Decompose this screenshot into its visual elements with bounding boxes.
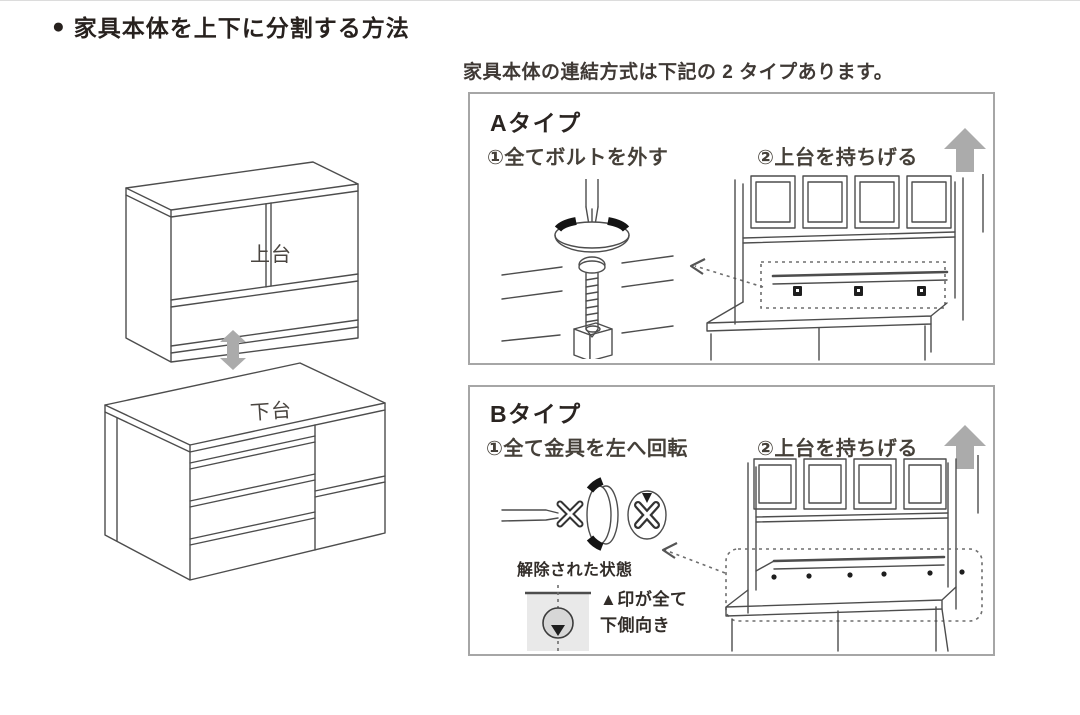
type-a-cabinet-figure: [706, 174, 984, 361]
type-b-cabinet-figure: [725, 455, 983, 652]
type-b-step1: ①全て金具を左へ回転: [486, 438, 688, 460]
up-arrow-icon: [944, 425, 986, 469]
mark-note-line1: ▲印が全て: [600, 590, 688, 609]
split-arrow-icon: [220, 330, 246, 370]
type-b-title: Bタイプ: [490, 401, 582, 427]
upper-cabinet-figure: [125, 161, 359, 363]
cam-released-detail-figure: [525, 585, 591, 653]
type-b-panel: Bタイプ ①全て金具を左へ回転 ②上台を持ちげる 解除された状態: [468, 385, 995, 656]
lower-cabinet-figure: [104, 362, 386, 581]
page-title-text: 家具本体を上下に分割する方法: [73, 15, 410, 41]
lower-cabinet-label: 下台: [249, 399, 293, 425]
page-top-divider: [0, 0, 1080, 1]
released-state-label: 解除された状態: [517, 562, 633, 579]
cam-rotation-figure: [501, 477, 667, 551]
mark-note-line2: 下側向き: [600, 616, 670, 636]
mark-direction-note: ▲印が全て 下側向き: [600, 587, 687, 640]
dashed-pointer-icon: [661, 542, 726, 574]
type-a-title: Aタイプ: [490, 110, 582, 136]
upper-cabinet-label: 上台: [250, 244, 292, 266]
type-a-step1: ①全てボルトを外す: [487, 147, 669, 169]
type-b-step2: ②上台を持ちげる: [757, 438, 918, 460]
type-a-step2: ②上台を持ちげる: [757, 147, 918, 169]
type-a-panel: Aタイプ ①全てボルトを外す ②上台を持ちげる: [468, 92, 995, 365]
intro-note: 家具本体の連結方式は下記の 2 タイプあります。: [463, 62, 894, 83]
bullet-icon: ●: [52, 14, 66, 38]
dashed-pointer-icon: [689, 258, 764, 288]
up-arrow-icon: [944, 128, 986, 172]
bolt-removal-figure: [501, 179, 674, 359]
page-title: ● 家具本体を上下に分割する方法: [52, 9, 410, 43]
